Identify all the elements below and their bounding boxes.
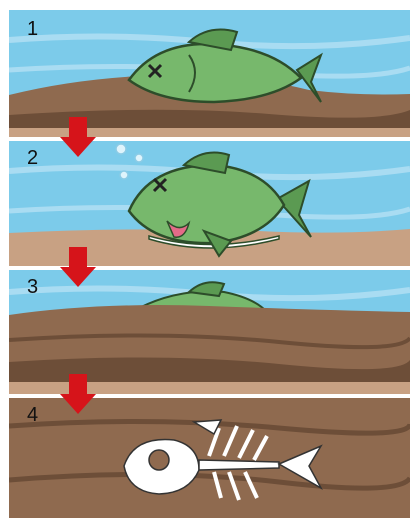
panel-label: 2 [27,147,38,170]
panel-label: 3 [27,276,38,299]
down-arrow-icon [58,117,98,157]
panel-4-scene [9,398,410,518]
panel-label: 4 [27,404,38,427]
panel-4: 4 [9,398,410,518]
down-arrow-icon [58,374,98,414]
down-arrow-icon [58,247,98,287]
panel-label: 1 [27,18,38,41]
rock-layer [9,398,410,518]
